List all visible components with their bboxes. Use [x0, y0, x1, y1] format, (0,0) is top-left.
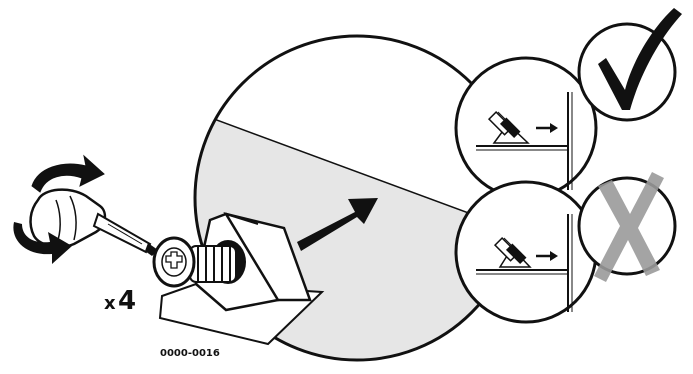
correct-screw — [487, 111, 521, 139]
quantity-prefix: x — [104, 293, 116, 314]
checkmark-icon — [577, 8, 682, 122]
part-code: 0000-0016 — [160, 348, 220, 359]
incorrect-push-arrow-icon — [536, 251, 558, 261]
incorrect-detail-circle — [454, 180, 598, 324]
quantity-number: 4 — [118, 286, 136, 316]
cross-icon — [577, 172, 677, 282]
screwdriver-rotating-icon — [13, 154, 158, 264]
correct-push-arrow-icon — [536, 123, 558, 133]
incorrect-screw — [493, 237, 527, 265]
correct-detail-circle — [454, 56, 598, 200]
push-arrow-icon — [297, 198, 378, 251]
bracket-with-screw — [152, 212, 325, 346]
